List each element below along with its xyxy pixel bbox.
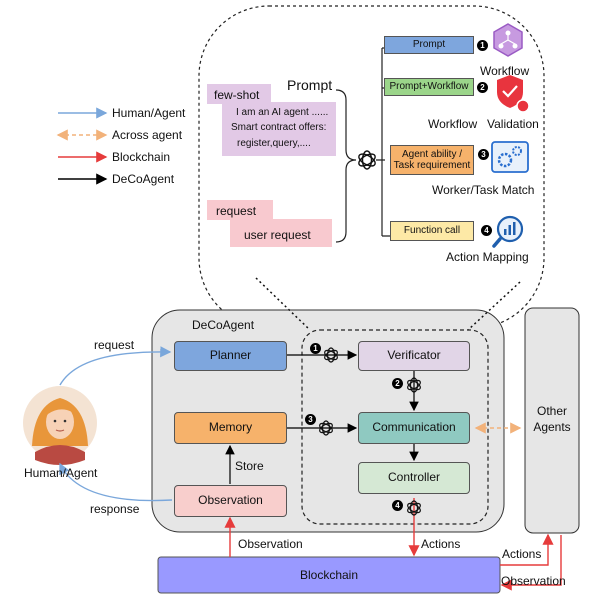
- actions-down-label: Actions: [421, 537, 461, 551]
- human-avatar-icon: [23, 386, 97, 465]
- response-arrow-label: response: [90, 502, 140, 516]
- request-tag: [207, 200, 273, 220]
- legend-human-agent: Human/Agent: [112, 106, 186, 120]
- user-request-label: user request: [244, 228, 311, 242]
- openai-icon: [407, 377, 421, 393]
- step-number: 2: [477, 82, 488, 93]
- caption-action-mapping: Action Mapping: [446, 250, 529, 264]
- few-shot-content: [222, 102, 336, 156]
- observation-up-label: Observation: [238, 537, 303, 551]
- agent-step-number: 4: [392, 500, 403, 511]
- caption-worker-task-match: Worker/Task Match: [432, 183, 535, 197]
- openai-icon: [324, 347, 338, 363]
- blockchain-label: Blockchain: [299, 568, 359, 582]
- agent-step-number: 1: [310, 343, 321, 354]
- actions-right-label: Actions: [502, 547, 542, 561]
- few-shot-line: register,query,....: [237, 138, 311, 149]
- caption-workflow-left: Workflow: [428, 117, 478, 131]
- few-shot-line: Smart contract offers:: [231, 122, 327, 133]
- few-shot-tag: [207, 84, 271, 104]
- few-shot-line: I am an AI agent ......: [236, 107, 329, 118]
- step-number: 3: [478, 149, 489, 160]
- caption-validation: Validation: [487, 117, 539, 131]
- prompt-title: Prompt: [287, 77, 333, 93]
- human-agent-label: Human/Agent: [24, 466, 98, 480]
- blockchain-bar: [157, 556, 501, 594]
- observation-box: Observation: [174, 485, 287, 517]
- controller-box: Controller: [358, 462, 470, 494]
- agent-step-number: 2: [392, 378, 403, 389]
- request-arrow-label: request: [94, 338, 135, 352]
- legend-decoagent: DeCoAgent: [112, 172, 175, 186]
- request-label: request: [216, 204, 257, 218]
- step-prompt-workflow-box: Prompt+Workflow: [384, 78, 474, 96]
- memory-box: Memory: [174, 412, 287, 444]
- store-label: Store: [235, 459, 264, 473]
- legend-across-agent: Across agent: [112, 128, 183, 142]
- observation-right-label: Observation: [501, 574, 566, 588]
- legend-blockchain: Blockchain: [112, 150, 171, 164]
- validation-icon: [497, 75, 530, 113]
- workflow-icon: [493, 23, 523, 57]
- planner-box: Planner: [174, 341, 287, 371]
- step-number: 1: [477, 40, 488, 51]
- step-number: 4: [481, 225, 492, 236]
- task-match-icon: [491, 141, 529, 173]
- step-prompt-box: Prompt: [384, 36, 474, 54]
- step-function-call-box: Function call: [390, 221, 474, 241]
- agent-step-number: 3: [305, 414, 316, 425]
- few-shot-label: few-shot: [214, 88, 260, 102]
- user-request-content: [230, 219, 332, 247]
- verificator-box: Verificator: [358, 341, 470, 371]
- other-agents-box: [524, 307, 580, 534]
- action-mapping-icon: [492, 215, 524, 248]
- communication-box: Communication: [358, 412, 470, 444]
- openai-icon: [358, 150, 376, 170]
- openai-icon: [319, 420, 333, 436]
- caption-workflow: Workflow: [480, 64, 530, 78]
- agent-title: DeCoAgent: [192, 318, 255, 332]
- openai-icon: [407, 500, 421, 516]
- step-agent-ability-box: Agent ability / Task requirement: [390, 145, 474, 175]
- other-agents-label: Other Agents: [533, 404, 571, 434]
